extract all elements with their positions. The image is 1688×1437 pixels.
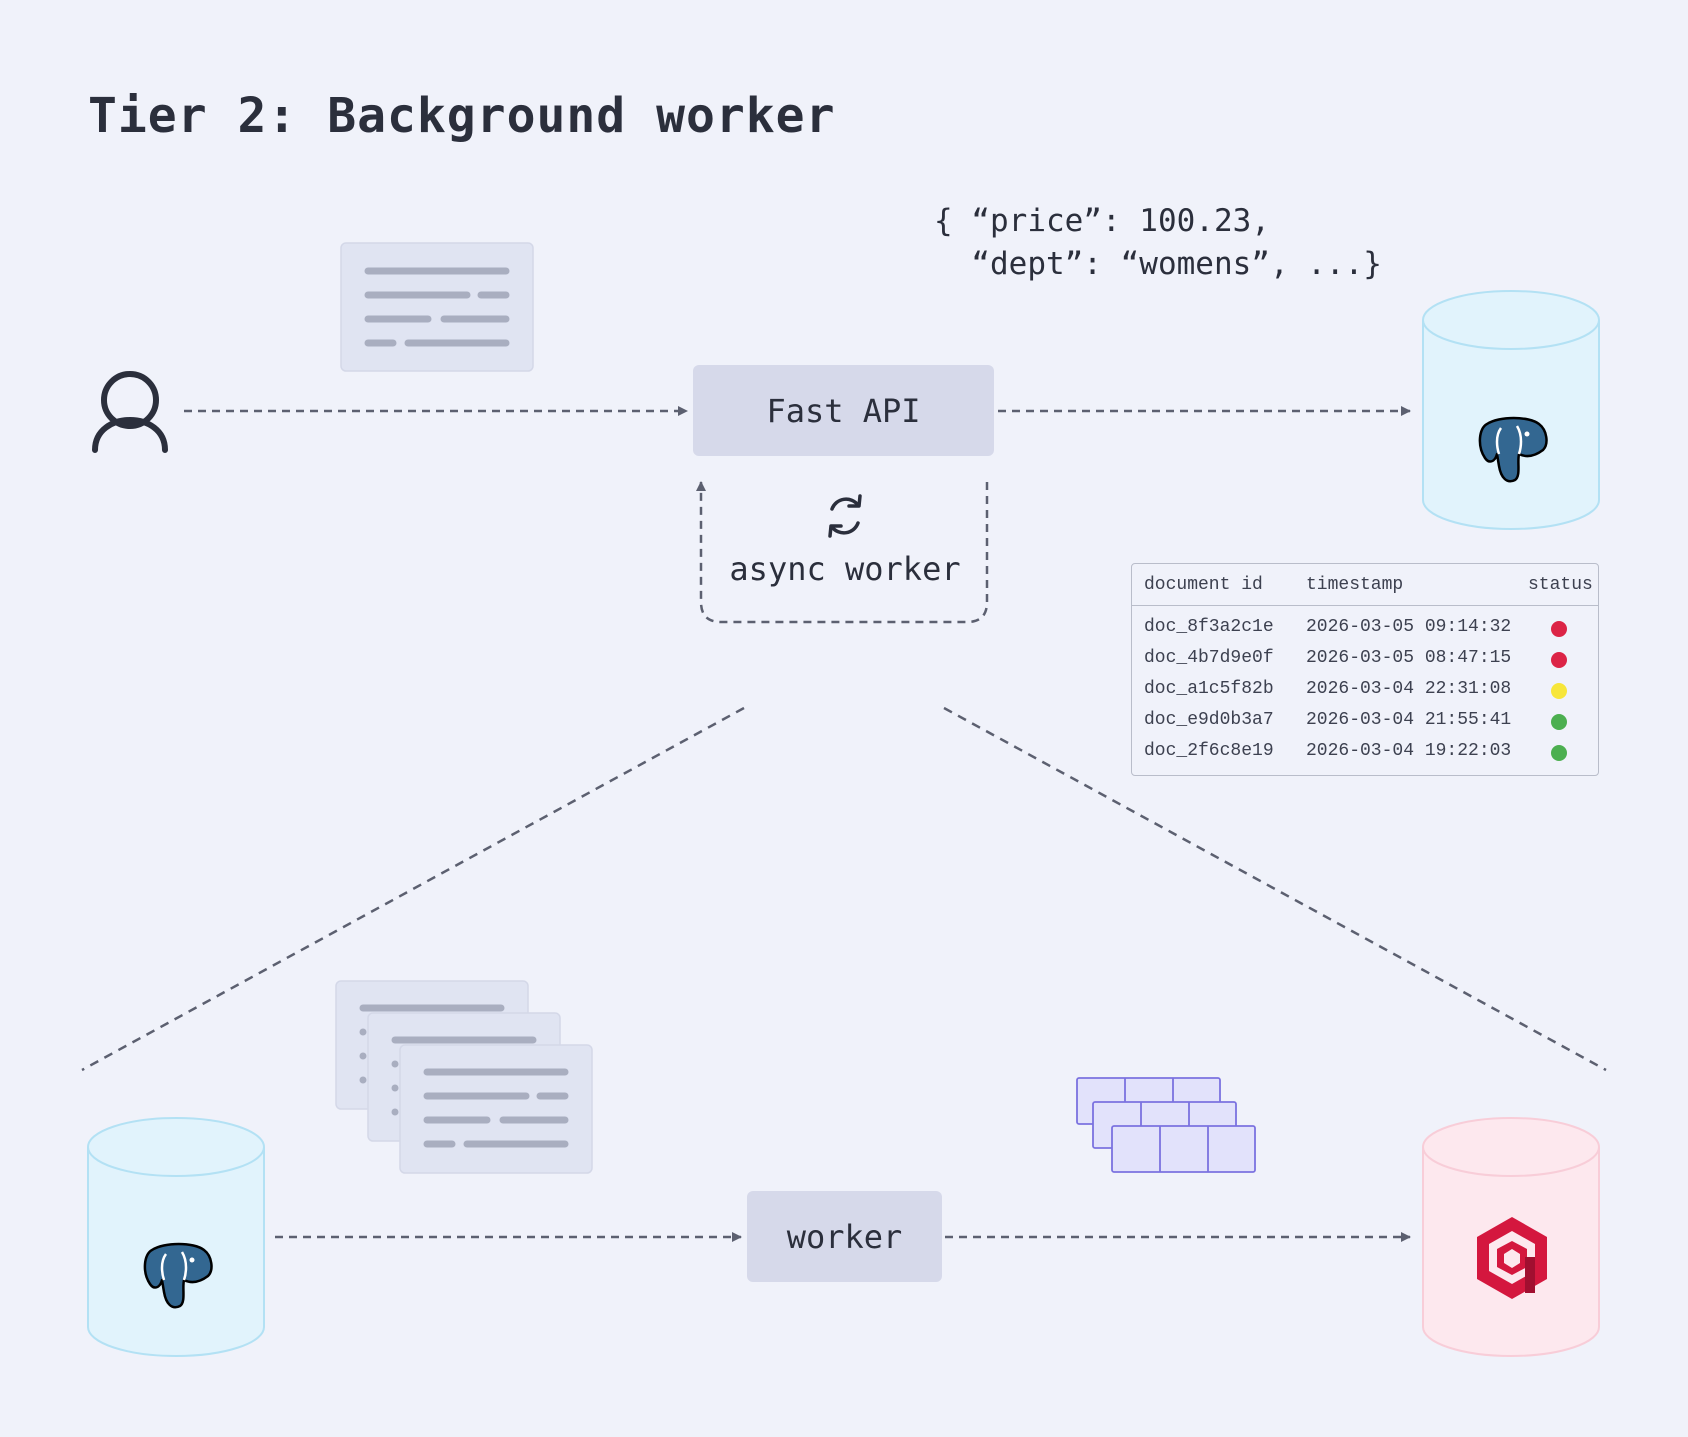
document-id-cell: doc_a1c5f82b: [1144, 679, 1274, 699]
status-dot-red: [1551, 621, 1567, 637]
postgresql-elephant-icon: [1478, 416, 1548, 483]
timestamp-cell: 2026-03-05 09:14:32: [1306, 617, 1512, 637]
header-timestamp: timestamp: [1306, 575, 1404, 595]
page-title: Tier 2: Background worker: [88, 88, 836, 144]
async-worker-label: async worker: [729, 550, 961, 588]
postgres-database-bottom: [87, 1117, 265, 1357]
json-line-2: “dept”: “womens”, ...}: [934, 246, 1382, 282]
divider-line-left: [81, 706, 745, 1072]
document-id-cell: doc_8f3a2c1e: [1144, 617, 1274, 637]
timestamp-cell: 2026-03-04 22:31:08: [1306, 679, 1512, 699]
worker-box: worker: [747, 1191, 942, 1282]
timestamp-cell: 2026-03-05 08:47:15: [1306, 648, 1512, 668]
status-dot-green: [1551, 714, 1567, 730]
table-row: doc_a1c5f82b 2026-03-04 22:31:08: [1132, 679, 1598, 710]
questdb-logo-icon: [1477, 1217, 1547, 1299]
postgres-database-top: [1422, 290, 1600, 530]
status-dot-green: [1551, 745, 1567, 761]
header-document-id: document id: [1144, 575, 1263, 595]
document-status-table: document id timestamp status doc_8f3a2c1…: [1131, 563, 1599, 776]
table-header: document id timestamp status: [1132, 564, 1598, 606]
json-payload: { “price”: 100.23, “dept”: “womens”, ...…: [934, 200, 1382, 286]
table-grid-icon: [1076, 1077, 1256, 1173]
user-icon: [92, 371, 168, 453]
fast-api-label: Fast API: [766, 391, 921, 430]
status-dot-red: [1551, 652, 1567, 668]
table-row: doc_8f3a2c1e 2026-03-05 09:14:32: [1132, 617, 1598, 648]
timestamp-cell: 2026-03-04 21:55:41: [1306, 710, 1512, 730]
document-stack-icon: [335, 980, 593, 1174]
document-id-cell: doc_4b7d9e0f: [1144, 648, 1274, 668]
document-id-cell: doc_2f6c8e19: [1144, 741, 1274, 761]
document-icon: [340, 242, 534, 372]
table-row: doc_2f6c8e19 2026-03-04 19:22:03: [1132, 741, 1598, 772]
status-dot-yellow: [1551, 683, 1567, 699]
worker-label: worker: [786, 1217, 903, 1256]
table-row: doc_e9d0b3a7 2026-03-04 21:55:41: [1132, 710, 1598, 741]
async-loop-arrow: [696, 481, 989, 624]
timestamp-cell: 2026-03-04 19:22:03: [1306, 741, 1512, 761]
refresh-icon: [828, 494, 862, 538]
document-id-cell: doc_e9d0b3a7: [1144, 710, 1274, 730]
postgresql-elephant-icon: [143, 1242, 213, 1309]
json-line-1: { “price”: 100.23,: [934, 203, 1270, 239]
header-status: status: [1528, 575, 1593, 595]
table-row: doc_4b7d9e0f 2026-03-05 08:47:15: [1132, 648, 1598, 679]
divider-line-right: [943, 706, 1607, 1072]
fast-api-box: Fast API: [693, 365, 994, 456]
